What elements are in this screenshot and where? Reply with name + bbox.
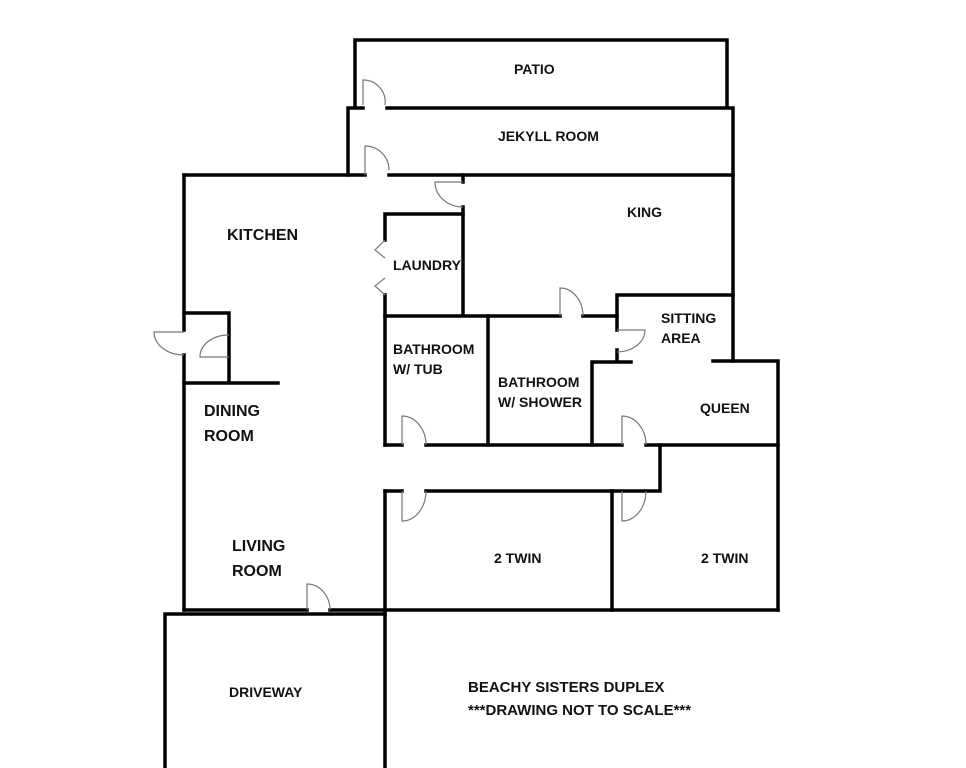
hall-bottom-wall <box>383 443 662 493</box>
door-jekyll-icon <box>364 145 390 175</box>
caption: BEACHY SISTERS DUPLEX ***DRAWING NOT TO … <box>468 676 691 722</box>
label-bathroom-tub: BATHROOM W/ TUB <box>393 339 474 379</box>
label-twin-2: 2 TWIN <box>701 550 749 566</box>
outer-top-wall <box>182 173 735 363</box>
door-exterior-icon <box>153 331 185 356</box>
door-shower-icon <box>559 287 584 317</box>
label-queen: QUEEN <box>700 400 750 416</box>
label-line: BATHROOM <box>498 374 580 390</box>
door-tub-icon <box>401 415 427 446</box>
label-line: ROOM <box>232 563 282 580</box>
patio-walls <box>353 38 729 107</box>
label-line: BATHROOM <box>393 341 475 357</box>
door-twin1-icon <box>401 490 427 522</box>
laundry-walls <box>383 212 465 447</box>
label-line: W/ SHOWER <box>498 394 582 410</box>
label-line: SITTING <box>661 310 717 326</box>
closet-walls <box>182 311 280 385</box>
label-living-room: LIVING ROOM <box>232 534 285 584</box>
caption-title: BEACHY SISTERS DUPLEX <box>468 679 665 696</box>
doors <box>153 79 647 611</box>
door-laundry-bifold-icon <box>374 239 386 296</box>
label-twin-1: 2 TWIN <box>494 550 542 566</box>
label-line: AREA <box>661 330 701 346</box>
label-patio: PATIO <box>514 61 555 77</box>
label-laundry: LAUNDRY <box>393 257 461 273</box>
door-closet-icon <box>199 334 230 358</box>
label-line: LIVING <box>232 538 286 555</box>
door-queen-icon <box>621 415 647 446</box>
walls <box>163 38 780 768</box>
door-sitting-icon <box>616 329 646 353</box>
label-dining-room: DINING ROOM <box>204 399 260 449</box>
label-bathroom-shower: BATHROOM W/ SHOWER <box>498 372 582 412</box>
door-patio-icon <box>362 79 386 106</box>
door-king-icon <box>434 181 464 208</box>
caption-note: ***DRAWING NOT TO SCALE*** <box>468 702 692 719</box>
shower-right-wall <box>590 359 780 612</box>
label-king: KING <box>627 204 662 220</box>
label-kitchen: KITCHEN <box>227 227 299 244</box>
label-line: DINING <box>204 403 260 420</box>
label-line: W/ TUB <box>393 361 443 377</box>
label-sitting-area: SITTING AREA <box>661 308 716 348</box>
label-driveway: DRIVEWAY <box>229 684 303 700</box>
driveway-walls <box>163 612 387 768</box>
jekyll-walls <box>346 106 735 177</box>
door-living-icon <box>306 583 331 611</box>
label-line: ROOM <box>204 428 254 445</box>
door-twin2-icon <box>621 490 647 522</box>
label-jekyll-room: JEKYLL ROOM <box>498 128 599 144</box>
